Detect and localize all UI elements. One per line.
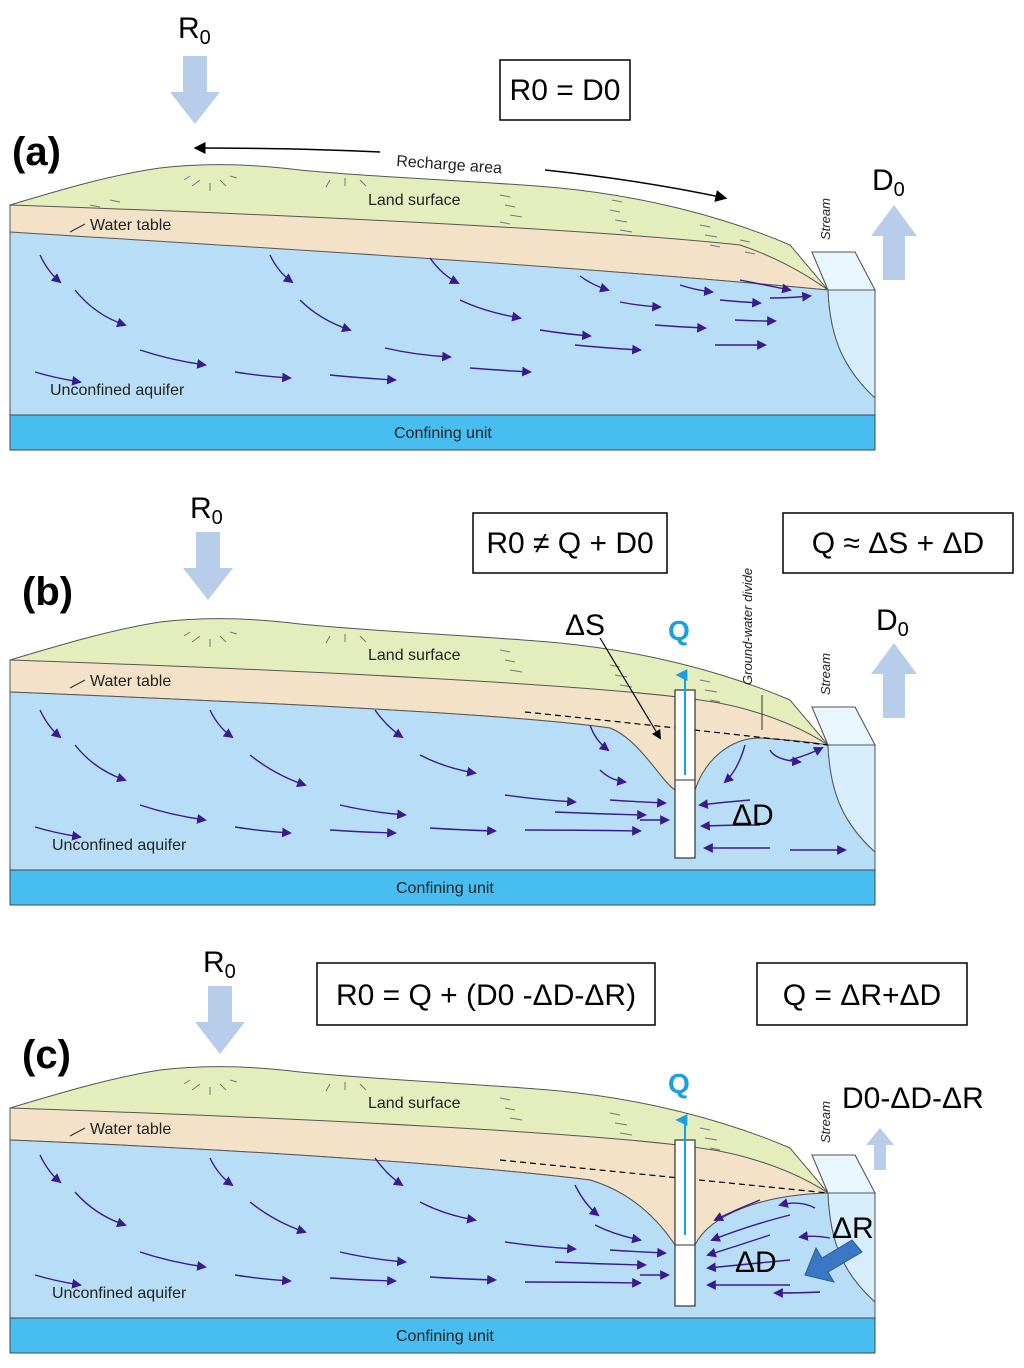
pumping-label: Q — [668, 615, 690, 646]
induced-recharge-arrow — [804, 1239, 863, 1283]
stream-top — [811, 1154, 876, 1194]
water-table-leader — [69, 679, 86, 689]
stream-label: Stream — [818, 653, 833, 695]
equation-box-2 — [756, 962, 968, 1026]
capture-label: ΔD — [732, 799, 774, 832]
land-surface-label: Land surface — [368, 192, 461, 209]
panel-b: Ground-water divide — [9, 492, 1014, 906]
original-water-table — [499, 1159, 829, 1194]
flow-arrows — [34, 1154, 831, 1298]
equation-text: R0 ≠ Q + D0 — [486, 527, 653, 560]
confining-label: Confining unit — [396, 1328, 494, 1345]
land-hatching — [183, 631, 721, 703]
water-table-leader — [69, 223, 86, 233]
panel-c: ΔR ΔD Q Land surface Water table Unconfi… — [9, 946, 984, 1354]
confining-label: Confining unit — [396, 880, 494, 897]
equation-box-2 — [782, 512, 1014, 574]
panel-a: Recharge area Land surface Water table U… — [9, 12, 917, 451]
land-surface-label: Land surface — [368, 647, 461, 664]
stream-top — [811, 251, 876, 291]
induced-label: ΔR — [832, 1212, 874, 1245]
stream-label: Stream — [818, 1101, 833, 1143]
aquifer-label: Unconfined aquifer — [52, 1285, 187, 1302]
discharge-label: D0 — [876, 604, 909, 641]
recharge-label: R0 — [203, 946, 236, 983]
land-surface-label: Land surface — [368, 1095, 461, 1112]
water-table-leader — [69, 1127, 86, 1137]
flow-arrows — [34, 254, 812, 386]
discharge-big-arrow — [871, 643, 917, 718]
aquifer-label: Unconfined aquifer — [50, 382, 185, 399]
recharge-area-label: Recharge area — [396, 153, 503, 177]
aquifer-label: Unconfined aquifer — [52, 837, 187, 854]
water-table-label: Water table — [90, 1121, 171, 1138]
panel-tag: (c) — [22, 1033, 71, 1077]
recharge-label: R0 — [178, 12, 211, 49]
water-table-label: Water table — [90, 673, 171, 690]
capture-label: ΔD — [735, 1246, 777, 1279]
recharge-big-arrow — [195, 986, 245, 1054]
flow-arrows — [34, 709, 847, 855]
equation-box — [472, 512, 668, 574]
equation-text-2: Q = ΔR+ΔD — [783, 979, 941, 1012]
recharge-arrow-right — [544, 169, 728, 202]
land-hatching — [183, 1079, 721, 1151]
equation-text: R0 = Q + (D0 -ΔD-ΔR) — [336, 979, 636, 1012]
confining-unit — [9, 869, 876, 906]
confining-label: Confining unit — [394, 425, 492, 442]
equation-box — [499, 59, 631, 121]
storage-pointer — [599, 637, 661, 740]
recharge-big-arrow — [170, 56, 220, 124]
discharge-big-arrow — [871, 205, 917, 280]
stream-label: Stream — [818, 198, 833, 240]
land-hatching — [89, 175, 756, 255]
discharge-big-arrow — [866, 1128, 894, 1170]
equation-text: R0 = D0 — [510, 74, 621, 107]
storage-label: ΔS — [565, 609, 605, 642]
recharge-label: R0 — [190, 492, 223, 529]
discharge-label: D0-ΔD-ΔR — [842, 1082, 984, 1115]
confining-unit — [9, 1317, 876, 1354]
confining-unit — [9, 414, 876, 451]
equation-box — [316, 962, 656, 1026]
panel-tag: (b) — [22, 570, 73, 614]
panel-tag: (a) — [12, 130, 61, 174]
divide-label: Ground-water divide — [740, 568, 755, 685]
discharge-label: D0 — [872, 164, 905, 201]
recharge-arrow-left — [193, 142, 381, 155]
equation-text-2: Q ≈ ΔS + ΔD — [812, 527, 984, 560]
recharge-big-arrow — [183, 532, 233, 600]
water-table-label: Water table — [90, 217, 171, 234]
pumping-label: Q — [668, 1068, 690, 1099]
stream-top — [811, 706, 876, 746]
